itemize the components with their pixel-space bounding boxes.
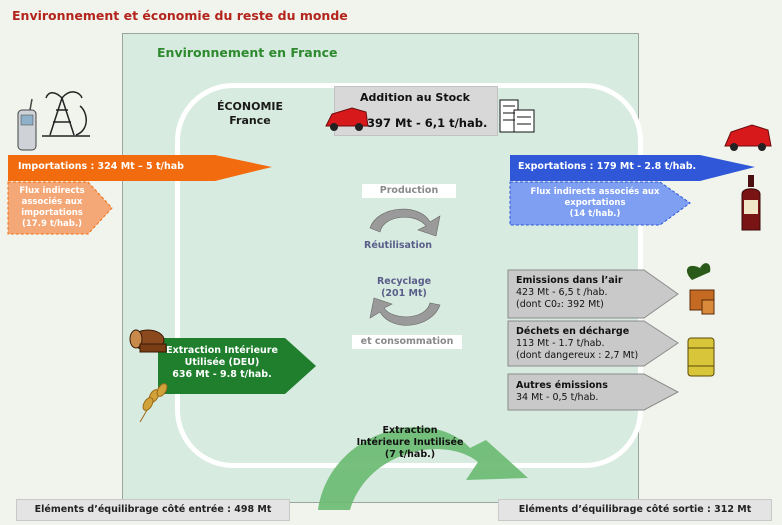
- france-environment-title: Environnement en France: [157, 45, 338, 60]
- imports-indirect-label: Flux indirects associés aux importations…: [19, 186, 85, 229]
- oil-derrick-icon: [42, 91, 90, 137]
- deu-arrow: [158, 338, 316, 394]
- red-car-icon: [325, 107, 369, 131]
- other-emissions-arrow: [507, 373, 680, 411]
- stock-addition-value: 397 Mt - 6,1 t/hab.: [367, 116, 488, 130]
- stock-addition-title: Addition au Stock: [360, 91, 470, 104]
- imports-indirect-arrow: [7, 181, 113, 235]
- exports-label: Exportations : 179 Mt - 2.8 t/hab.: [518, 161, 697, 172]
- exports-indirect-arrow: [509, 181, 691, 226]
- economy-title-line2: France: [229, 114, 271, 127]
- wheat-icon: [139, 383, 168, 423]
- balance-output-box: Eléments d’équilibrage côté sortie : 312…: [498, 499, 772, 521]
- production-label: Production: [362, 184, 456, 198]
- landfill-text: Déchets en décharge 113 Mt - 1.7 t/hab. …: [516, 326, 639, 361]
- other-emissions-text: Autres émissions 34 Mt - 0,5 t/hab.: [516, 380, 608, 403]
- consumption-label: et consommation: [352, 335, 462, 349]
- deu-label: Extraction Intérieure Utilisée (DEU) 636…: [166, 345, 278, 380]
- recycling-label: Recyclage (201 Mt): [376, 276, 432, 299]
- emissions-air-arrow: [507, 269, 679, 319]
- emissions-air-text: Emissions dans l’air 423 Mt - 6,5 t /hab…: [516, 275, 623, 310]
- page-title: Environnement et économie du reste du mo…: [12, 8, 348, 23]
- cycle-arrow-bottom: [369, 297, 441, 326]
- economy-title-line1: ÉCONOMIE: [216, 100, 284, 113]
- landfill-arrow: [507, 320, 679, 367]
- wine-bottle-icon: [741, 175, 761, 231]
- economy-title: ÉCONOMIE France: [200, 100, 300, 128]
- exports-indirect-label: Flux indirects associés aux exportations…: [530, 187, 660, 219]
- barrel-icon: [687, 337, 715, 377]
- mobile-phone-icon: [17, 98, 37, 151]
- cycle-arrow-top: [369, 208, 441, 237]
- building-icon: [499, 99, 535, 133]
- reutilisation-label: Réutilisation: [364, 240, 432, 251]
- red-car-icon-export: [724, 124, 772, 151]
- imports-arrow: [8, 155, 272, 181]
- imports-label: Importations : 324 Mt – 5 t/hab: [18, 161, 184, 172]
- wood-log-icon: [129, 329, 167, 353]
- unused-extraction-arrow: [318, 427, 528, 510]
- unused-extraction-label: Extraction Intérieure Inutilisée (7 t/ha…: [356, 425, 464, 460]
- balance-input-box: Eléments d’équilibrage côté entrée : 498…: [16, 499, 290, 521]
- exports-arrow: [510, 155, 755, 181]
- plant-pot-icon: [686, 263, 715, 315]
